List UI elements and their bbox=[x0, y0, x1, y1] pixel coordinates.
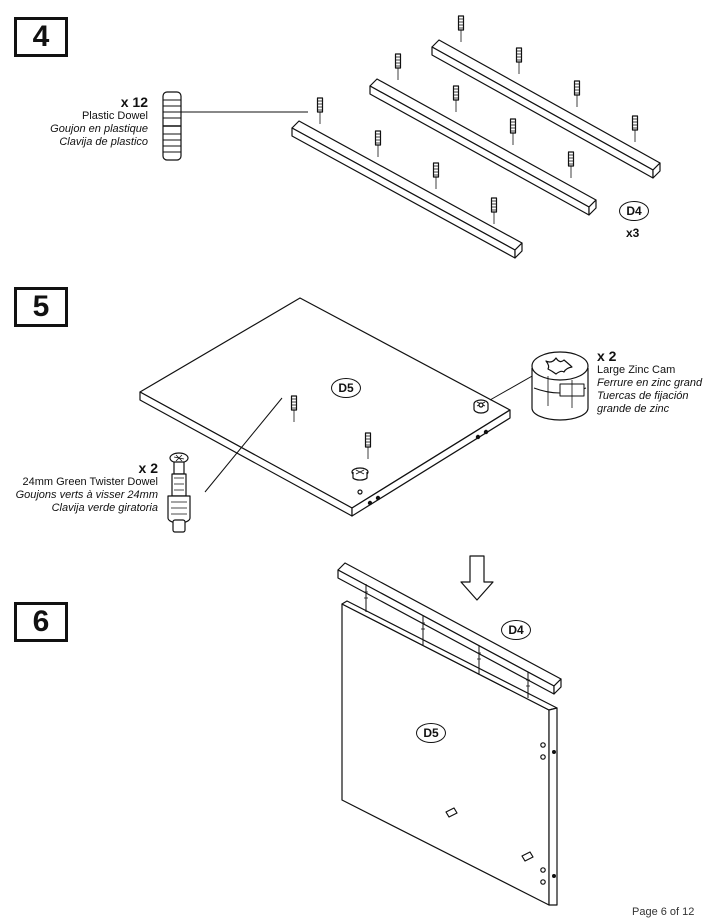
step6-arrow bbox=[460, 555, 494, 601]
part-d4-callout: D4 bbox=[619, 201, 649, 221]
twister-dowel-qty: x 2 bbox=[138, 460, 158, 476]
zinc-cam-name-en: Large Zinc Cam bbox=[597, 364, 676, 376]
twister-dowel-name-en: 24mm Green Twister Dowel bbox=[22, 476, 158, 488]
step4-dowels bbox=[316, 15, 639, 225]
step5-panel bbox=[139, 297, 511, 517]
twister-dowel-label: x 2 24mm Green Twister Dowel Goujons ver… bbox=[10, 460, 158, 515]
twister-dowel-icon bbox=[167, 452, 191, 533]
plastic-dowel-name-en: Plastic Dowel bbox=[81, 110, 148, 122]
step6-part-d4-callout: D4 bbox=[501, 620, 531, 640]
part-d4-quantity: x3 bbox=[626, 226, 640, 240]
twister-dowel-name-fr: Goujons verts à visser 24mm bbox=[15, 489, 158, 501]
zinc-cam-icon bbox=[531, 351, 589, 421]
page-number: Page 6 of 12 bbox=[632, 906, 695, 918]
step-6-badge: 6 bbox=[14, 602, 68, 642]
plastic-dowel-name-fr: Goujon en plastique bbox=[50, 123, 148, 135]
twister-dowel-name-es: Clavija verde giratoria bbox=[51, 502, 158, 514]
step-5-badge: 5 bbox=[14, 287, 68, 327]
plastic-dowel-icon bbox=[162, 91, 308, 161]
zinc-cam-name-fr: Ferrure en zinc grand bbox=[597, 377, 703, 389]
part-d5-callout: D5 bbox=[331, 378, 361, 398]
zinc-cam-qty: x 2 bbox=[597, 348, 617, 364]
plastic-dowel-label: x 12 Plastic Dowel Goujon en plastique C… bbox=[40, 94, 148, 149]
step6-part-d5-callout: D5 bbox=[416, 723, 446, 743]
zinc-cam-label: x 2 Large Zinc Cam Ferrure en zinc grand… bbox=[597, 348, 707, 416]
step6-panel bbox=[341, 600, 558, 906]
zinc-cam-name-es: Tuercas de fijación bbox=[597, 390, 689, 402]
step5-fittings bbox=[204, 374, 535, 495]
plastic-dowel-qty: x 12 bbox=[120, 94, 148, 110]
step6-rail bbox=[337, 562, 562, 698]
zinc-cam-name-es-2: grande de zinc bbox=[597, 403, 670, 415]
step-4-badge: 4 bbox=[14, 17, 68, 57]
step4-rails bbox=[291, 39, 661, 259]
plastic-dowel-name-es: Clavija de plastico bbox=[59, 136, 148, 148]
